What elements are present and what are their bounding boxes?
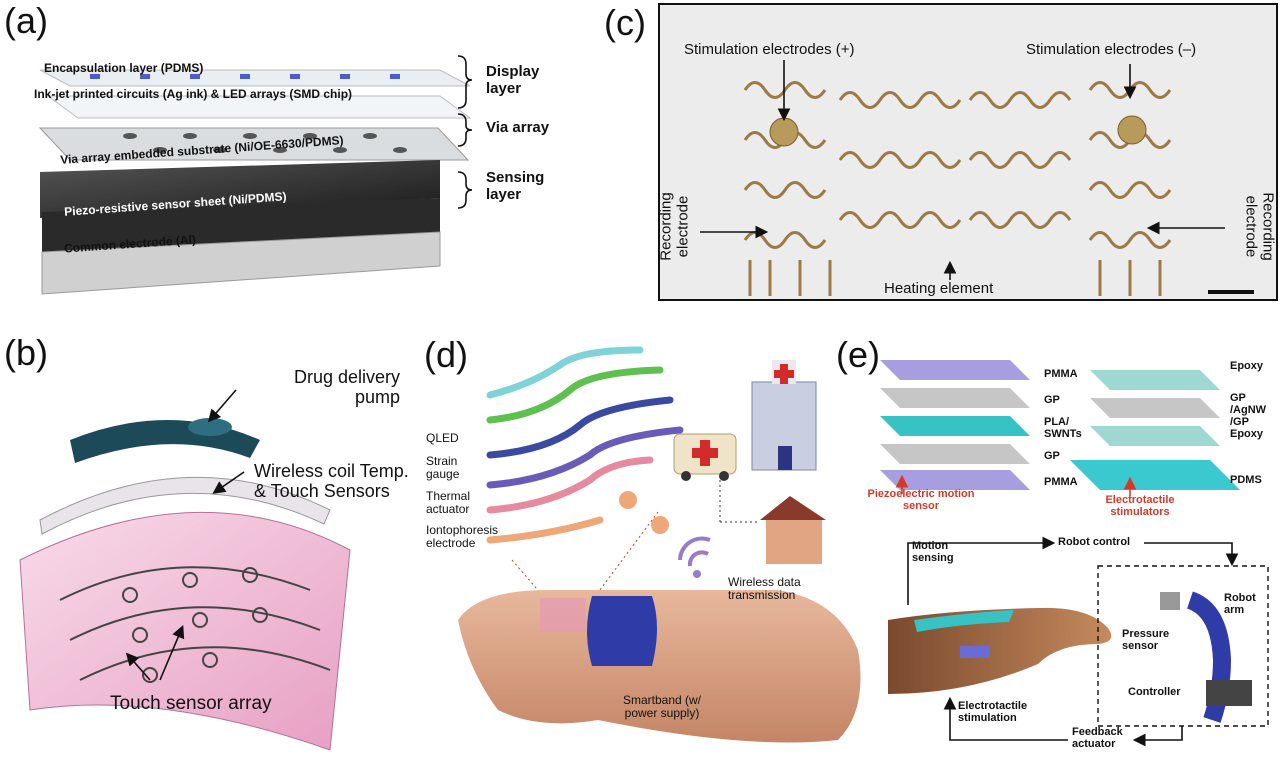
label-pmma-1: PMMA	[1044, 368, 1078, 380]
stim-electrode-plus	[769, 117, 799, 147]
panel-label-e: (e)	[836, 334, 880, 375]
house-body	[766, 520, 822, 564]
skin-patch	[540, 598, 586, 632]
arrow-drug	[207, 389, 237, 423]
touch-traces	[59, 566, 331, 683]
robot-box	[1097, 565, 1269, 727]
label-controller: Controller	[1128, 686, 1181, 698]
label-gp-agnw: GP /AgNW /GP	[1230, 392, 1267, 429]
panel-b-layers	[19, 389, 351, 751]
label-drug: Drug delivery pump	[293, 367, 400, 407]
piezo-sheet	[42, 198, 440, 256]
bracket-sensing	[457, 171, 473, 209]
label-ionto: Iontophoresis electrode	[426, 523, 499, 551]
hospital-door	[778, 446, 792, 470]
label-qled: QLED	[426, 431, 459, 445]
label-stim-plus: Stimulation electrodes (+)	[684, 41, 855, 58]
e-forearm	[888, 607, 1112, 694]
panel-label-a: (a)	[4, 0, 48, 41]
label-electrotactile-stimulators: Electrotactile stimulators	[1105, 494, 1175, 519]
arrow-touch-2	[159, 625, 185, 681]
label-electrotactile-stimulation: Electrotactile stimulation	[958, 700, 1028, 725]
label-robot-control: Robot control	[1058, 536, 1131, 548]
serpentine-traces	[743, 81, 1172, 296]
bracket-display	[457, 55, 473, 109]
label-sensing-layer: Sensing layer	[486, 169, 545, 203]
bracket-via	[457, 113, 473, 147]
controller-base	[1206, 680, 1252, 706]
photo-frame	[658, 3, 1278, 301]
label-display-layer: Display layer	[486, 63, 540, 97]
zoom-line-1	[511, 559, 556, 611]
flow-electrotactile	[943, 696, 1068, 741]
flow-robot-control	[1144, 542, 1239, 567]
flow-feedback	[1132, 726, 1183, 747]
label-stim-minus: Stimulation electrodes (–)	[1026, 41, 1197, 58]
ionto-pad	[651, 516, 669, 534]
panel-label-d: (d)	[424, 334, 468, 375]
panel-e	[880, 360, 1269, 747]
label-rec-right: Recording electrode	[1243, 192, 1277, 261]
label-pdms: PDMS	[1230, 474, 1262, 486]
label-robot-arm: Robot arm	[1224, 592, 1256, 617]
stim-electrode-minus	[1117, 115, 1147, 145]
touch-layer	[19, 511, 351, 751]
panel-label-b: (b)	[4, 332, 48, 373]
e-stimulator-patch	[914, 610, 1014, 632]
hospital-cross	[774, 364, 794, 384]
panel-a-stack	[38, 55, 473, 295]
smartband	[587, 596, 657, 666]
label-touch: Touch sensor array	[110, 693, 272, 714]
label-inkjet: Ink-jet printed circuits (Ag ink) & LED …	[34, 87, 353, 101]
arrow-wireless	[212, 471, 245, 494]
panel-d	[458, 346, 861, 743]
house-roof	[760, 496, 826, 520]
label-pressure-sensor: Pressure sensor	[1122, 628, 1170, 653]
label-motion-sensing: Motion sensing	[912, 540, 954, 565]
label-encapsulation: Encapsulation layer (PDMS)	[44, 61, 204, 75]
circuit-layer	[46, 95, 472, 119]
thermal-pad	[619, 491, 637, 509]
via-array-layer	[38, 127, 470, 161]
via-substrate	[40, 160, 440, 218]
wifi-icon	[678, 536, 711, 567]
coil-layer	[39, 476, 331, 535]
common-electrode	[41, 231, 441, 295]
label-wireless-data: Wireless data transmission	[728, 575, 801, 603]
label-feedback: Feedback actuator	[1072, 726, 1123, 751]
panel-label-c: (c)	[604, 2, 646, 43]
electrotactile-stack	[1070, 370, 1240, 490]
label-piezo-sensor: Piezoelectric motion sensor	[867, 488, 975, 513]
label-wireless-coil: Wireless coil Temp. & Touch Sensors	[254, 461, 409, 501]
label-strain: Strain gauge	[426, 454, 460, 482]
label-gp-2: GP	[1044, 450, 1060, 462]
label-thermal: Thermal actuator	[426, 489, 471, 517]
device-ribbons	[486, 346, 684, 544]
label-via-array: Via array	[486, 119, 550, 136]
robot-gripper	[1160, 592, 1180, 610]
label-smartband: Smartband (w/ power supply)	[622, 693, 702, 721]
ambulance-cross	[692, 440, 718, 466]
label-pla: PLA/ SWNTs	[1044, 416, 1082, 441]
flow-motion	[907, 536, 1056, 605]
arrow-touch-1	[125, 652, 151, 681]
label-epoxy-2: Epoxy	[1230, 428, 1264, 440]
vias	[123, 133, 407, 153]
panel-c-photo	[658, 3, 1278, 301]
label-heating: Heating element	[884, 280, 994, 297]
piezo-stack	[880, 360, 1030, 490]
label-rec-left: Recording electrode	[657, 192, 692, 261]
label-epoxy-1: Epoxy	[1230, 360, 1264, 372]
pump-dome	[188, 418, 232, 436]
e-sensor-patch	[960, 646, 990, 658]
label-gp-1: GP	[1044, 394, 1060, 406]
label-pmma-2: PMMA	[1044, 476, 1078, 488]
